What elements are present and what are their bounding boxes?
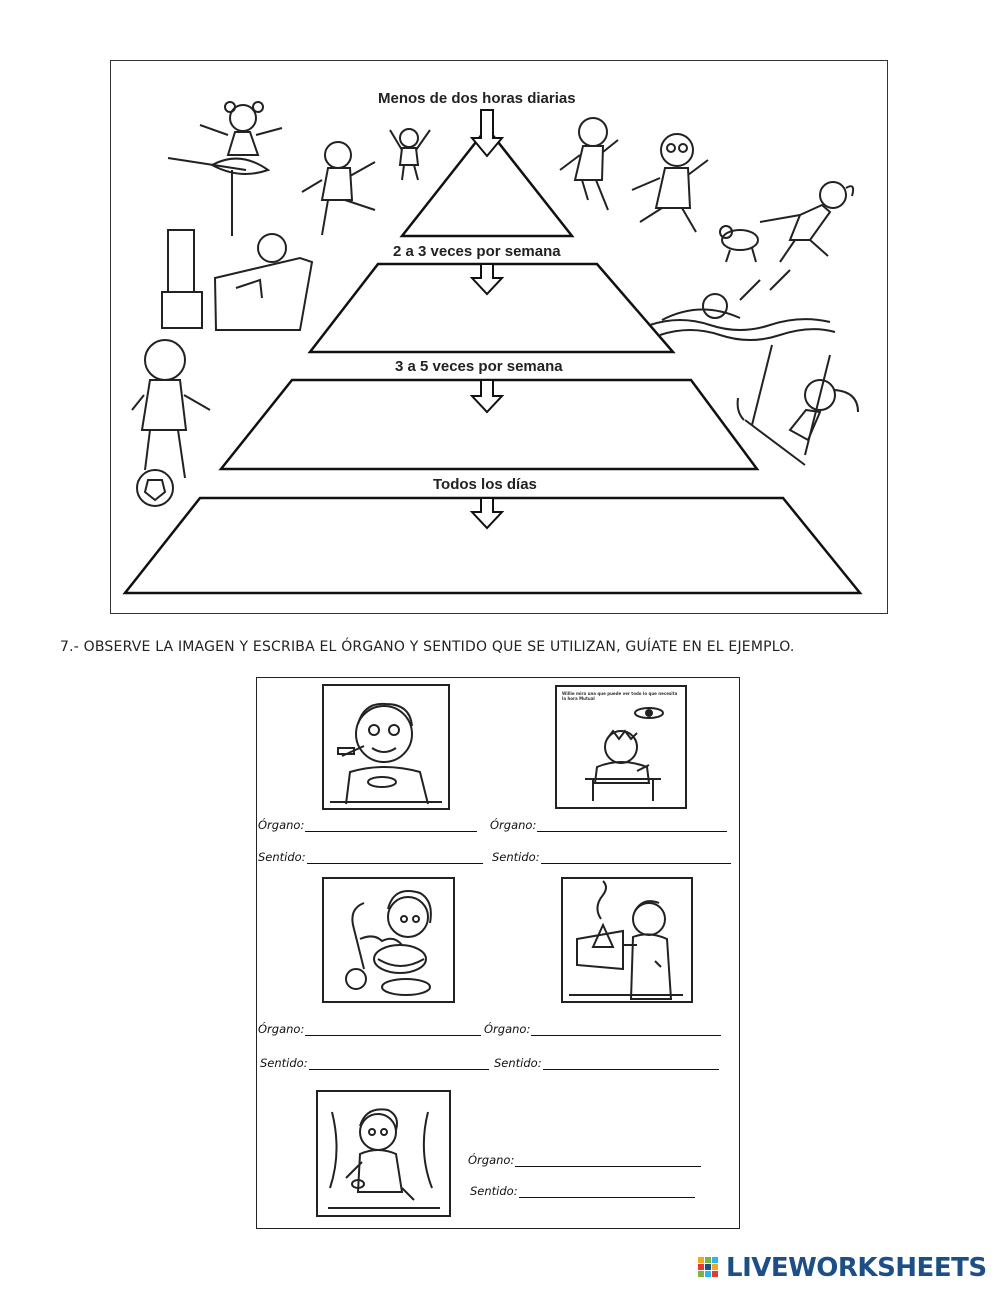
pyramid-level-4-shape [122, 496, 863, 595]
organ-label-5: Órgano: [468, 1153, 515, 1167]
organ-label-4: Órgano: [484, 1022, 531, 1036]
walking-kid-illustration [559, 117, 619, 211]
sense-field-5[interactable]: Sentido: [470, 1184, 695, 1198]
pyramid-level-3-label: 3 a 5 veces por semana [395, 358, 563, 375]
pyramid-level-4-label: Todos los días [433, 476, 537, 493]
picture-reading-at-desk: Willie mira una que puede ver todo lo qu… [555, 685, 687, 809]
pyramid-level-1-shape [399, 125, 575, 238]
sense-field-3[interactable]: Sentido: [260, 1056, 489, 1070]
boy-singing-drawing [328, 1108, 440, 1209]
picture-girl-hugging-toys [322, 877, 455, 1003]
liveworksheets-blocks-icon [698, 1257, 718, 1277]
organ-field-3[interactable]: Órgano: [258, 1022, 482, 1036]
liveworksheets-logo[interactable]: LIVEWORKSHEETS [698, 1253, 987, 1283]
pyramid-level-2-label: 2 a 3 veces por semana [393, 243, 561, 260]
jumping-child-illustration [389, 128, 431, 181]
girl-hugging-toys-drawing [345, 890, 432, 996]
organ-field-4[interactable]: Órgano: [484, 1022, 722, 1036]
picture-boy-singing [316, 1090, 451, 1217]
sense-label-4: Sentido: [494, 1056, 542, 1070]
sense-label-1: Sentido: [258, 850, 306, 864]
sense-field-4[interactable]: Sentido: [494, 1056, 719, 1070]
arrow-down-icon [469, 263, 505, 296]
organ-field-5[interactable]: Órgano: [468, 1153, 702, 1167]
sense-label-5: Sentido: [470, 1184, 518, 1198]
reading-at-desk-drawing [585, 707, 664, 801]
picture-brushing-teeth [322, 684, 450, 810]
arrow-down-icon [469, 109, 505, 158]
organ-field-2[interactable]: Órgano: [490, 818, 728, 832]
brushing-teeth-drawing [330, 702, 442, 805]
sense-label-2: Sentido: [492, 850, 540, 864]
question-7-instruction: 7.- OBSERVE LA IMAGEN Y ESCRIBA EL ÓRGAN… [60, 639, 795, 655]
soccer-boy-illustration [131, 339, 211, 507]
sense-label-3: Sentido: [260, 1056, 308, 1070]
ballet-girl-illustration [167, 101, 283, 236]
running-boy-illustration [301, 141, 376, 236]
organ-label-2: Órgano: [490, 818, 537, 832]
arrow-down-icon [469, 379, 505, 414]
organ-label-1: Órgano: [258, 818, 305, 832]
boy-with-glasses-illustration [631, 133, 709, 233]
tv-watching-boy-illustration [161, 229, 314, 331]
organ-field-1[interactable]: Órgano: [258, 818, 478, 832]
pyramid-level-1-label: Menos de dos horas diarias [378, 90, 576, 107]
girl-walking-dog-illustration [719, 181, 855, 263]
smelling-food-drawing [569, 880, 683, 1000]
pyramid-level-3-shape [218, 378, 760, 471]
sense-field-1[interactable]: Sentido: [258, 850, 483, 864]
arrow-down-icon [469, 497, 505, 530]
picture-smelling-food [561, 877, 693, 1003]
liveworksheets-wordmark: LIVEWORKSHEETS [726, 1253, 987, 1283]
activity-pyramid-frame [110, 60, 888, 614]
girl-on-swing-illustration [736, 344, 859, 466]
organ-label-3: Órgano: [258, 1022, 305, 1036]
picture-caption-small: Willie mira una que puede ver todo lo qu… [562, 691, 678, 701]
sense-field-2[interactable]: Sentido: [492, 850, 731, 864]
pyramid-level-2-shape [307, 262, 676, 354]
swimmer-illustration [649, 269, 836, 341]
